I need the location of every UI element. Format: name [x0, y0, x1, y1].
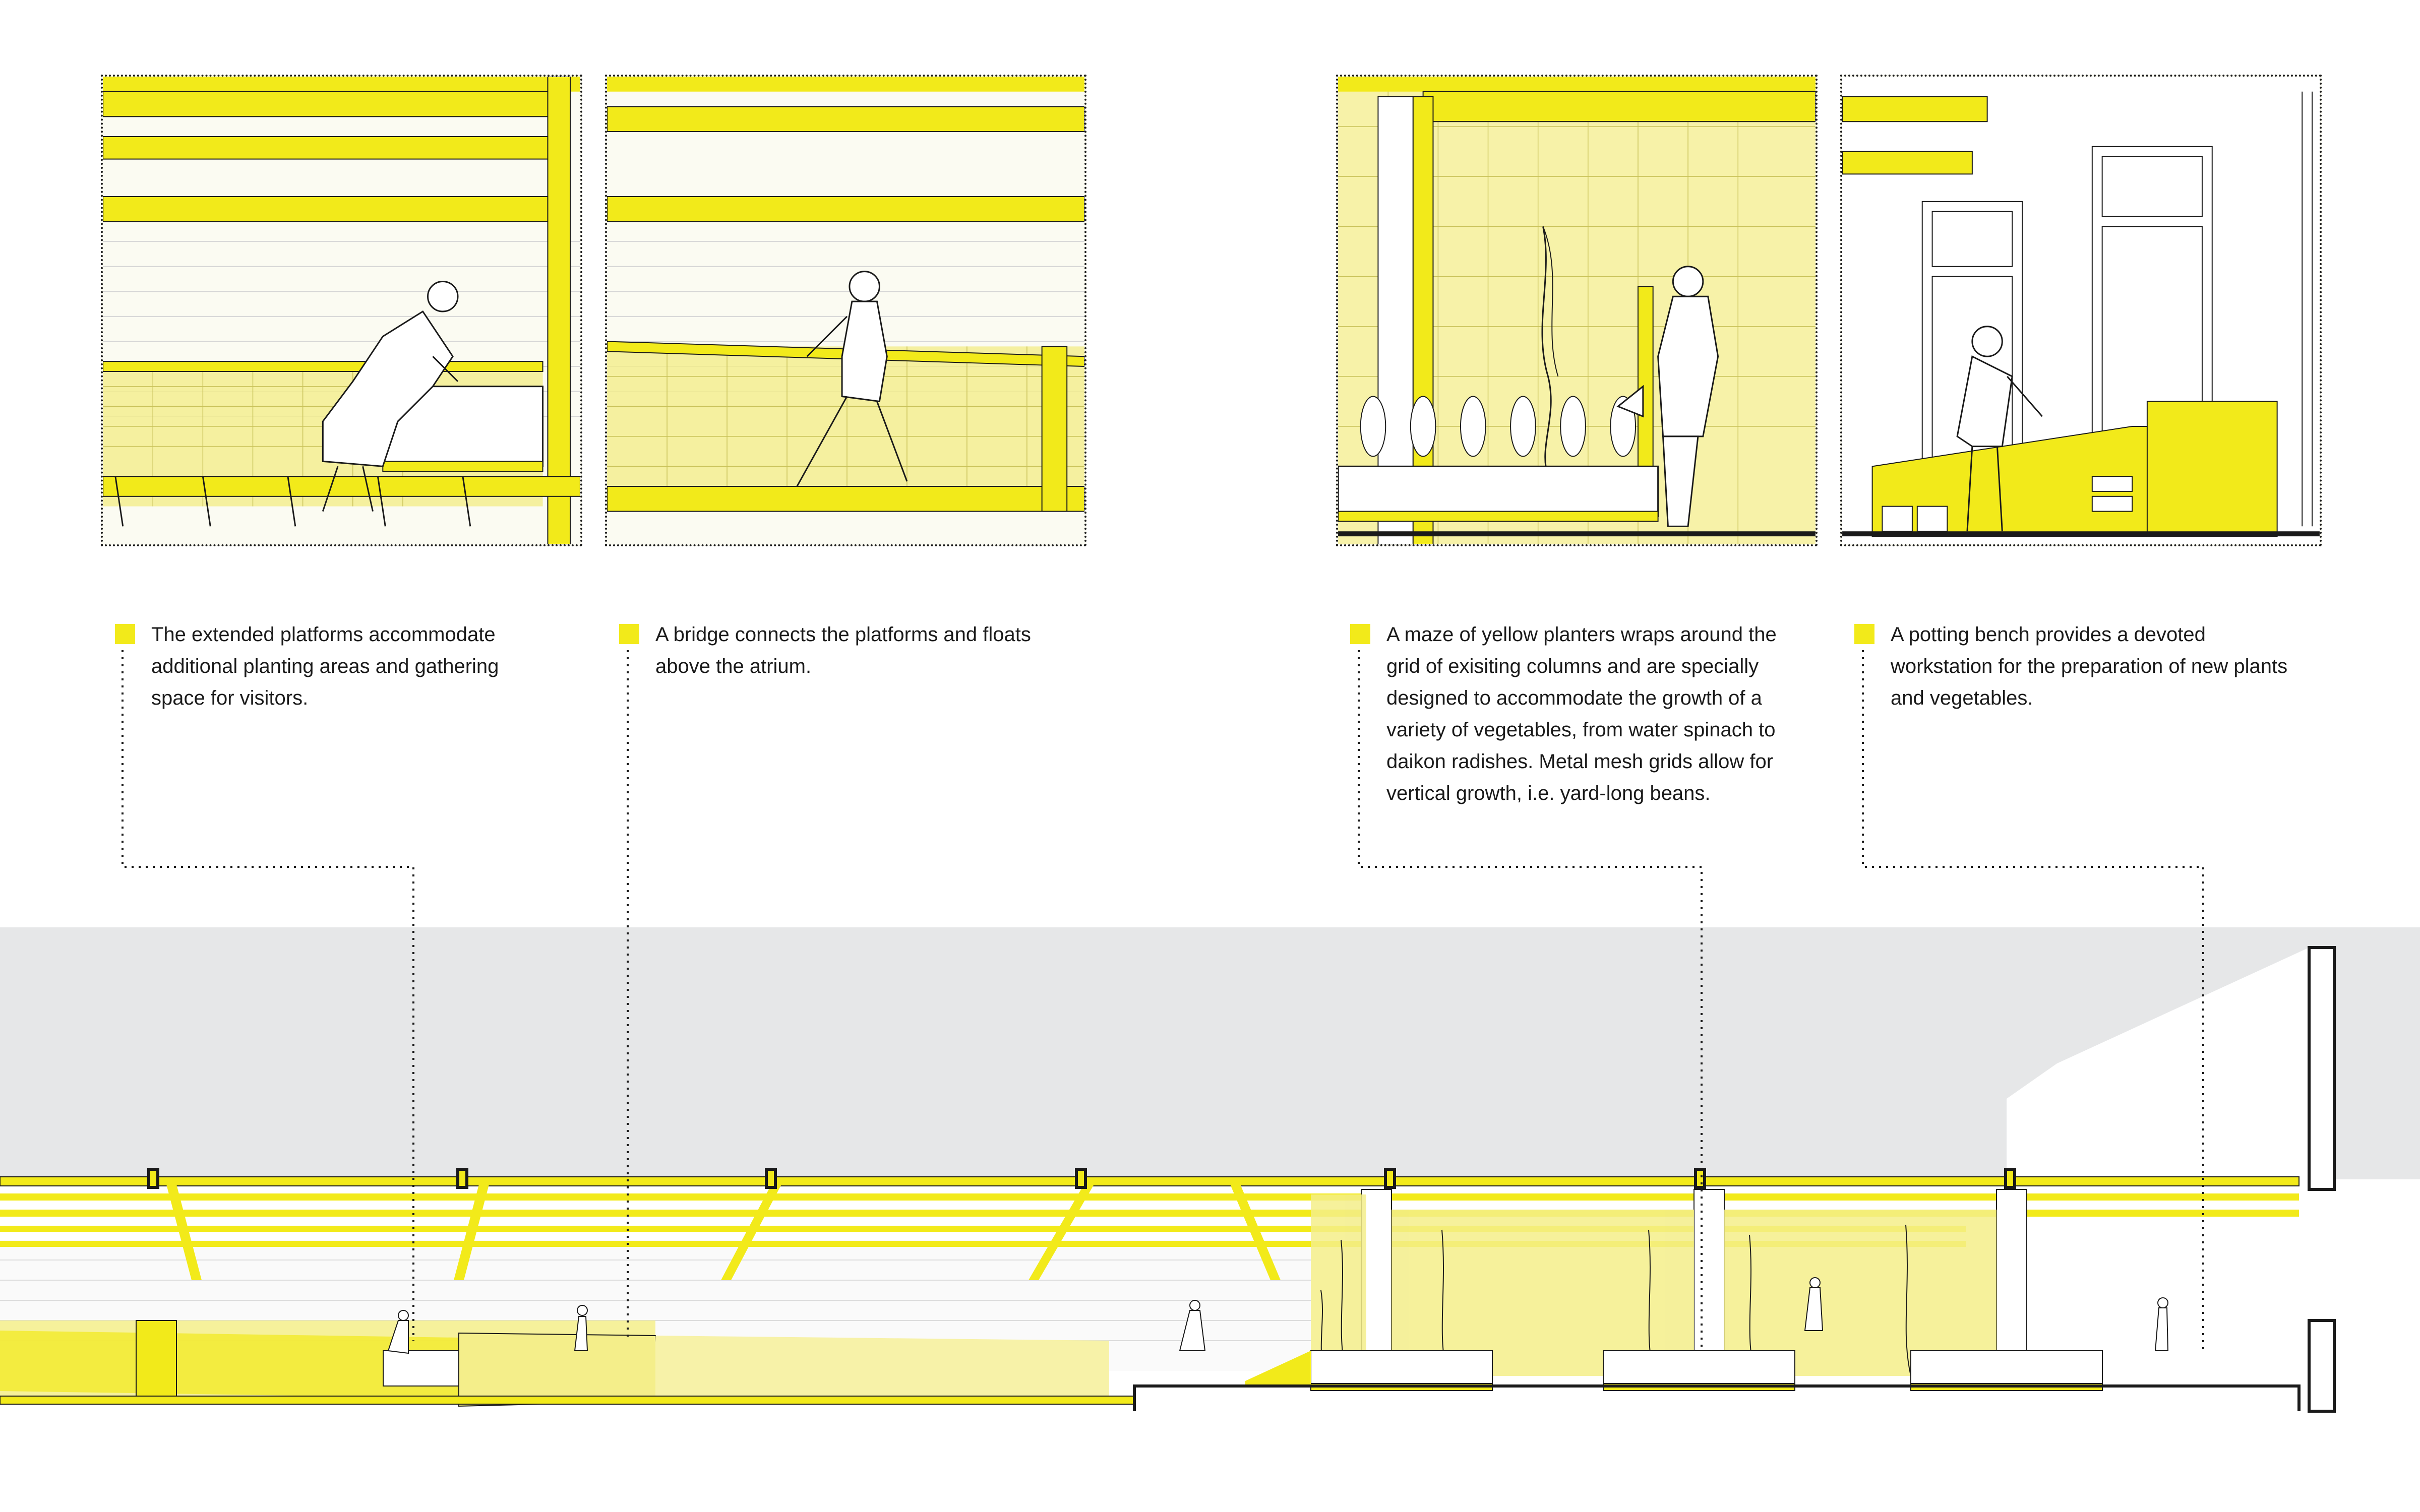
section-figures	[387, 1277, 2169, 1354]
vignette-planters	[1336, 75, 1818, 546]
walking-woman-figure	[796, 271, 908, 487]
caption-text-potting: A potting bench provides a devoted works…	[1891, 623, 2288, 709]
vignette-potting	[1840, 75, 2322, 546]
leader-platform	[122, 650, 414, 1341]
potting-man-figure	[1956, 326, 2043, 532]
caption-marker-4	[1854, 624, 1874, 644]
caption-text-bridge: A bridge connects the platforms and floa…	[655, 623, 1031, 677]
neighbor-building	[2007, 948, 2309, 1179]
potting-drawing	[1842, 77, 2320, 544]
platforms-and-bridge	[0, 1320, 1311, 1407]
caption-text-platform: The extended platforms accommodate addit…	[151, 623, 499, 709]
caption-marker-3	[1350, 624, 1370, 644]
caption-marker-1	[115, 624, 135, 644]
woman-figure	[322, 281, 459, 512]
vignette-bridge	[605, 75, 1086, 546]
bridge-drawing	[607, 77, 1084, 512]
watering-man-figure	[1616, 266, 1719, 527]
leader-potting	[1862, 650, 2204, 1351]
planters-drawing	[1338, 77, 1816, 544]
platform-drawing	[103, 77, 580, 544]
vignette-platform	[101, 75, 582, 546]
caption-text-planters: A maze of yellow planters wraps around t…	[1386, 623, 1777, 804]
leader-planters	[1358, 650, 1703, 1351]
caption-marker-2	[619, 624, 639, 644]
